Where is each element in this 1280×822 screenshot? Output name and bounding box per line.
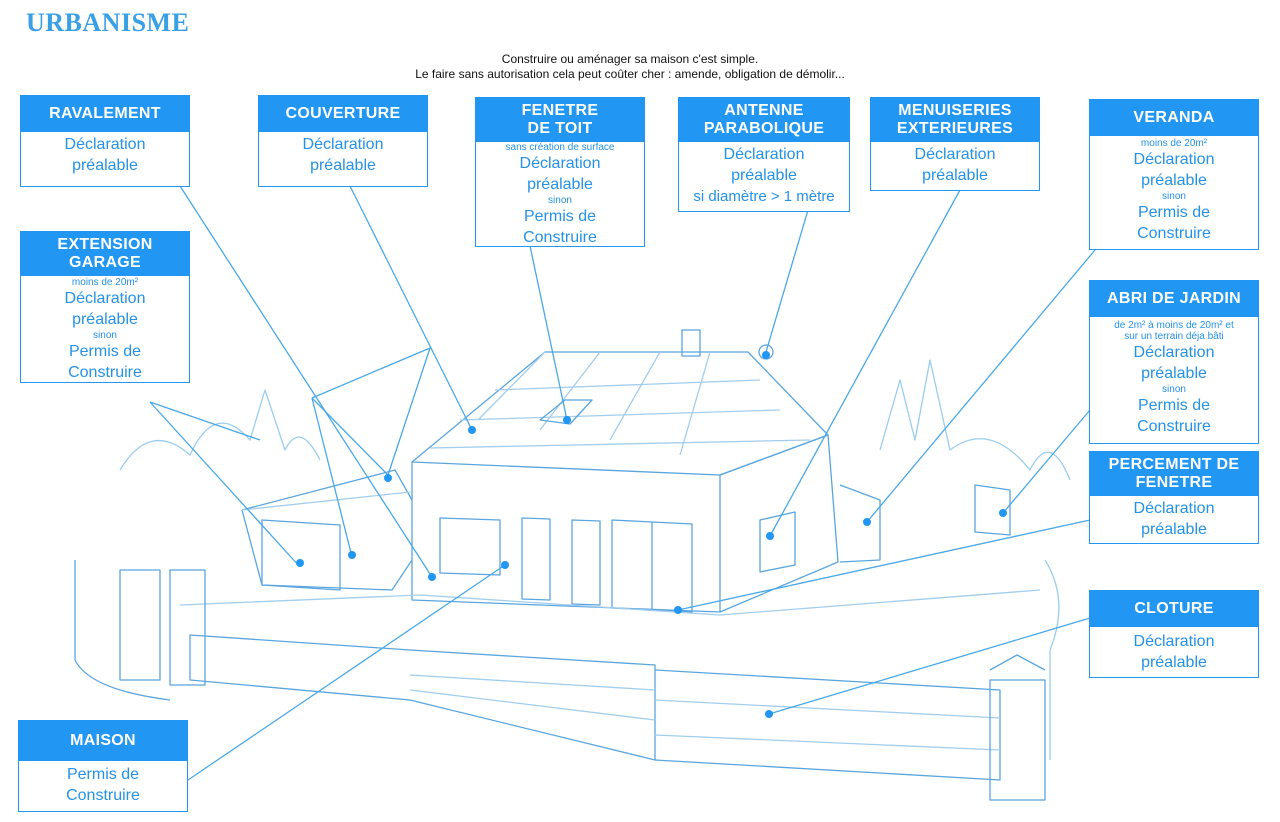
callout-dots xyxy=(296,351,1007,718)
antenne-line-2: préalable xyxy=(731,167,797,184)
couverture-line-1: Déclaration xyxy=(302,136,384,153)
fenetre-toit-alt-1: Permis de xyxy=(523,208,597,225)
abri-alt-2: Construire xyxy=(1137,418,1211,435)
label-couverture-header: COUVERTURE xyxy=(259,96,427,132)
veranda-note: moins de 20m² xyxy=(1140,138,1208,149)
label-percement-header: PERCEMENT DE FENETRE xyxy=(1090,452,1258,496)
abri-alt-1: Permis de xyxy=(1137,397,1211,414)
label-menuiseries-body: Déclaration préalable xyxy=(871,142,1039,190)
cloture-line-2: préalable xyxy=(1141,654,1207,671)
label-menuiseries-header: MENUISERIES EXTERIEURES xyxy=(871,98,1039,142)
label-veranda-body: moins de 20m² Déclaration préalable sino… xyxy=(1090,136,1258,248)
label-maison-header: MAISON xyxy=(19,721,187,761)
label-cloture: CLOTURE Déclaration préalable xyxy=(1089,590,1259,678)
fenetre-toit-line-2: préalable xyxy=(527,176,593,193)
cloture-line-1: Déclaration xyxy=(1133,633,1215,650)
label-extension-garage: EXTENSION GARAGE moins de 20m² Déclarati… xyxy=(20,231,190,383)
label-abri-body: de 2m² à moins de 20m² et sur un terrain… xyxy=(1090,317,1258,441)
intro-line-1: Construire ou aménager sa maison c'est s… xyxy=(501,52,759,66)
label-fenetre-toit-body: sans création de surface Déclaration pré… xyxy=(476,142,644,252)
label-fenetre-toit-header: FENETRE DE TOIT xyxy=(476,98,644,142)
label-veranda: VERANDA moins de 20m² Déclaration préala… xyxy=(1089,99,1259,250)
couverture-line-2: préalable xyxy=(310,157,376,174)
label-veranda-header: VERANDA xyxy=(1090,100,1258,136)
abri-line-2: préalable xyxy=(1141,365,1207,382)
veranda-alt-2: Construire xyxy=(1137,225,1211,242)
fenetre-toit-alt-2: Construire xyxy=(523,229,597,246)
house-sketch xyxy=(74,329,1071,801)
percement-line-1: Déclaration xyxy=(1133,500,1215,517)
intro-line-2: Le faire sans autorisation cela peut coû… xyxy=(415,67,845,81)
percement-header-1: PERCEMENT DE xyxy=(1108,456,1240,473)
extension-line-1: Déclaration xyxy=(64,290,146,307)
label-antenne: ANTENNE PARABOLIQUE Déclaration préalabl… xyxy=(678,97,850,212)
extension-alt-2: Construire xyxy=(68,364,142,381)
antenne-header-2: PARABOLIQUE xyxy=(703,120,825,137)
abri-note-1: de 2m² à moins de 20m² et xyxy=(1114,320,1234,331)
antenne-header-1: ANTENNE xyxy=(724,102,804,119)
percement-header-2: FENETRE xyxy=(1135,474,1213,491)
label-cloture-header: CLOTURE xyxy=(1090,591,1258,627)
veranda-line-2: préalable xyxy=(1141,172,1207,189)
label-extension-body: moins de 20m² Déclaration préalable sino… xyxy=(21,276,189,387)
fenetre-toit-line-1: Déclaration xyxy=(519,155,601,172)
veranda-sinon: sinon xyxy=(1162,191,1186,202)
fenetre-toit-sinon: sinon xyxy=(548,195,572,206)
label-antenne-body: Déclaration préalable si diamètre > 1 mè… xyxy=(679,142,849,211)
extension-note: moins de 20m² xyxy=(71,277,139,288)
label-maison-body: Permis de Construire xyxy=(19,761,187,810)
label-antenne-header: ANTENNE PARABOLIQUE xyxy=(679,98,849,142)
antenne-line-1: Déclaration xyxy=(723,146,805,163)
maison-line-1: Permis de xyxy=(66,766,140,783)
extension-alt-1: Permis de xyxy=(68,343,142,360)
label-couverture: COUVERTURE Déclaration préalable xyxy=(258,95,428,187)
fenetre-toit-header-2: DE TOIT xyxy=(527,120,593,137)
label-percement-body: Déclaration préalable xyxy=(1090,496,1258,544)
percement-line-2: préalable xyxy=(1141,521,1207,538)
label-couverture-body: Déclaration préalable xyxy=(259,132,427,180)
extension-sinon: sinon xyxy=(93,330,117,341)
label-ravalement: RAVALEMENT Déclaration préalable xyxy=(20,95,190,187)
veranda-alt-1: Permis de xyxy=(1137,204,1211,221)
label-maison: MAISON Permis de Construire xyxy=(18,720,188,812)
fenetre-toit-note: sans création de surface xyxy=(505,142,615,153)
veranda-line-1: Déclaration xyxy=(1133,151,1215,168)
antenne-extra: si diamètre > 1 mètre xyxy=(693,188,835,205)
menuiseries-header-2: EXTERIEURES xyxy=(896,120,1014,137)
extension-header-2: GARAGE xyxy=(68,254,142,271)
ravalement-line-2: préalable xyxy=(72,157,138,174)
menuiseries-line-1: Déclaration xyxy=(914,146,996,163)
label-menuiseries: MENUISERIES EXTERIEURES Déclaration préa… xyxy=(870,97,1040,191)
label-abri-header: ABRI DE JARDIN xyxy=(1090,281,1258,317)
intro-text: Construire ou aménager sa maison c'est s… xyxy=(330,52,930,82)
menuiseries-line-2: préalable xyxy=(922,167,988,184)
fenetre-toit-header-1: FENETRE xyxy=(521,102,599,119)
extension-line-2: préalable xyxy=(72,311,138,328)
page-title: URBANISME xyxy=(26,8,190,37)
menuiseries-header-1: MENUISERIES xyxy=(898,102,1012,119)
label-ravalement-body: Déclaration préalable xyxy=(21,132,189,180)
leader-lines xyxy=(149,185,1096,781)
label-fenetre-toit: FENETRE DE TOIT sans création de surface… xyxy=(475,97,645,247)
abri-line-1: Déclaration xyxy=(1133,344,1215,361)
extension-header-1: EXTENSION xyxy=(57,236,153,253)
label-extension-header: EXTENSION GARAGE xyxy=(21,232,189,276)
label-ravalement-header: RAVALEMENT xyxy=(21,96,189,132)
abri-note-2: sur un terrain déja bâti xyxy=(1124,331,1224,342)
ravalement-line-1: Déclaration xyxy=(64,136,146,153)
label-percement: PERCEMENT DE FENETRE Déclaration préalab… xyxy=(1089,451,1259,544)
label-cloture-body: Déclaration préalable xyxy=(1090,627,1258,677)
label-abri-jardin: ABRI DE JARDIN de 2m² à moins de 20m² et… xyxy=(1089,280,1259,444)
maison-line-2: Construire xyxy=(66,787,140,804)
abri-sinon: sinon xyxy=(1162,384,1186,395)
